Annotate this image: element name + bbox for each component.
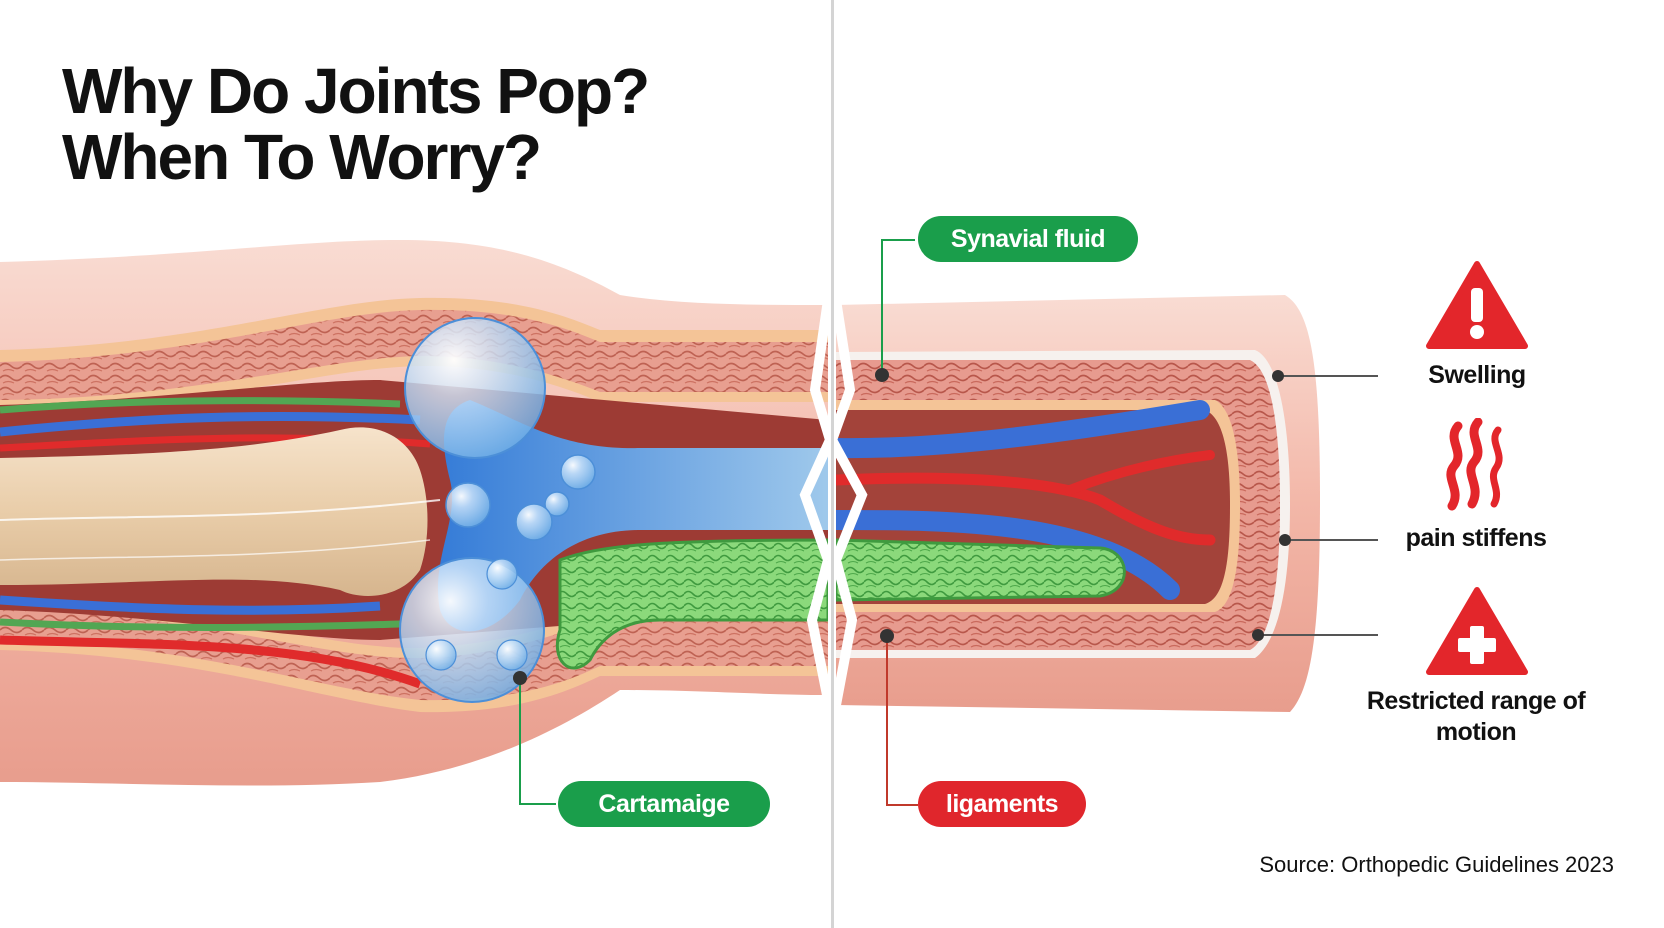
source-citation: Source: Orthopedic Guidelines 2023 [1259,852,1614,877]
label-synovial-fluid: Synavial fluid [918,216,1138,262]
warning-label-pain-stiffens: pain stiffens [1405,524,1547,552]
warning-triangle-icon [1426,261,1528,349]
page-title: Why Do Joints Pop? When To Worry? [62,55,650,193]
medical-cross-triangle-icon [1426,587,1528,675]
right-joint-section [836,295,1320,712]
pain-waves-icon [1446,418,1503,511]
left-joint-section [0,240,828,786]
label-ligaments: ligaments [918,781,1086,827]
panel-divider [831,0,834,928]
title-line-1: Why Do Joints Pop? [62,55,650,127]
warning-label-restricted-motion: Restricted range of motion [1366,687,1586,746]
label-cartilage: Cartamaige [558,781,770,827]
warning-label-swelling: Swelling [1428,361,1526,389]
title-line-2: When To Worry? [62,121,542,193]
